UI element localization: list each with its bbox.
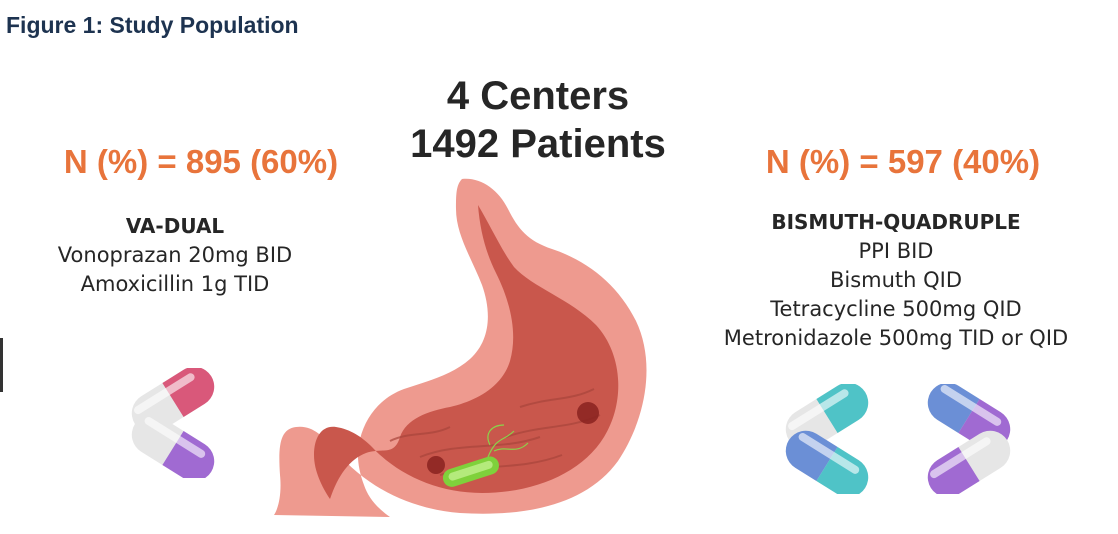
capsule-pill-icon	[927, 384, 1011, 494]
regimen-drug: Vonoprazan 20mg BID	[57, 243, 293, 267]
regimen-drug: Tetracycline 500mg QID	[770, 297, 1022, 321]
va-dual-title: VA-DUAL	[125, 214, 225, 238]
patients-count: 1492 Patients	[410, 122, 666, 166]
stomach-illustration	[274, 178, 647, 517]
regimen-drug: Amoxicillin 1g TID	[80, 272, 270, 296]
edge-marker	[0, 338, 3, 392]
figure-title: Figure 1: Study Population	[6, 12, 299, 38]
ulcer-spot	[427, 456, 445, 474]
capsule-pill-icon	[785, 384, 869, 494]
regimen-drug: Bismuth QID	[829, 268, 963, 292]
regimen-drug: PPI BID	[858, 239, 934, 263]
ulcer-spot	[577, 402, 599, 424]
regimen-drug: Metronidazole 500mg TID or QID	[723, 326, 1069, 350]
capsule-pill-icon	[131, 368, 215, 478]
bismuth-quadruple-title: BISMUTH-QUADRUPLE	[771, 210, 1021, 234]
bismuth-quadruple-regimen: BISMUTH-QUADRUPLE PPI BID Bismuth QID Te…	[700, 208, 1092, 353]
h-pylori-bacterium-icon	[442, 424, 529, 487]
bismuth-quadruple-n-label: N (%) = 597 (40%)	[765, 143, 1041, 180]
centers-count: 4 Centers	[446, 74, 630, 118]
va-dual-regimen: VA-DUAL Vonoprazan 20mg BID Amoxicillin …	[20, 212, 330, 299]
study-centers-label: 4 Centers 1492 Patients	[383, 72, 693, 168]
stomach-inner-lining	[314, 205, 619, 499]
va-dual-n-label: N (%) = 895 (60%)	[63, 143, 339, 180]
